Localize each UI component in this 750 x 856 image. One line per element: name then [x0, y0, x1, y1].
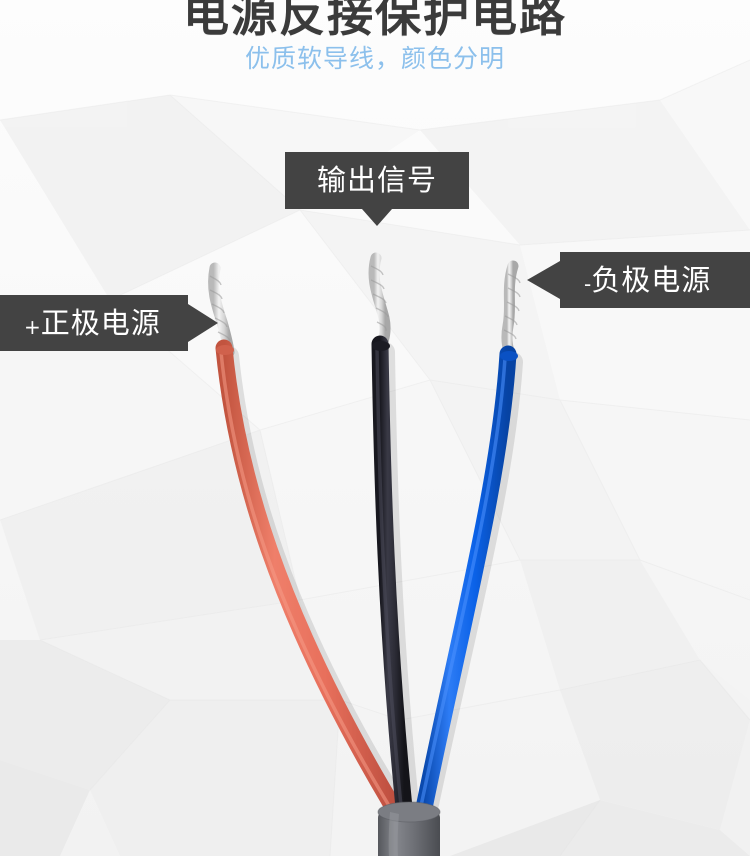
callout-positive-power: + 正极电源 — [0, 295, 218, 351]
blue-wire — [415, 260, 521, 817]
page-title: 电源反接保护电路 — [183, 0, 567, 42]
black-wire — [368, 252, 413, 817]
callout-pointer-down-icon — [362, 209, 392, 226]
callout-negative-power-label: 负极电源 — [591, 262, 712, 297]
page-subtitle: 优质软导线，颜色分明 — [244, 44, 505, 73]
callout-positive-power-label: 正极电源 — [40, 305, 161, 340]
callout-negative-power: - 负极电源 — [527, 252, 750, 308]
cable-sleeve — [377, 801, 441, 856]
callout-pointer-left-icon — [527, 261, 560, 299]
callout-positive-sign: + — [24, 315, 41, 339]
callout-output-signal-label: 输出信号 — [316, 163, 437, 197]
callout-output-signal: 输出信号 — [285, 152, 469, 226]
callout-negative-sign: - — [584, 272, 592, 296]
red-wire — [208, 262, 401, 814]
callout-pointer-right-icon — [188, 304, 218, 342]
